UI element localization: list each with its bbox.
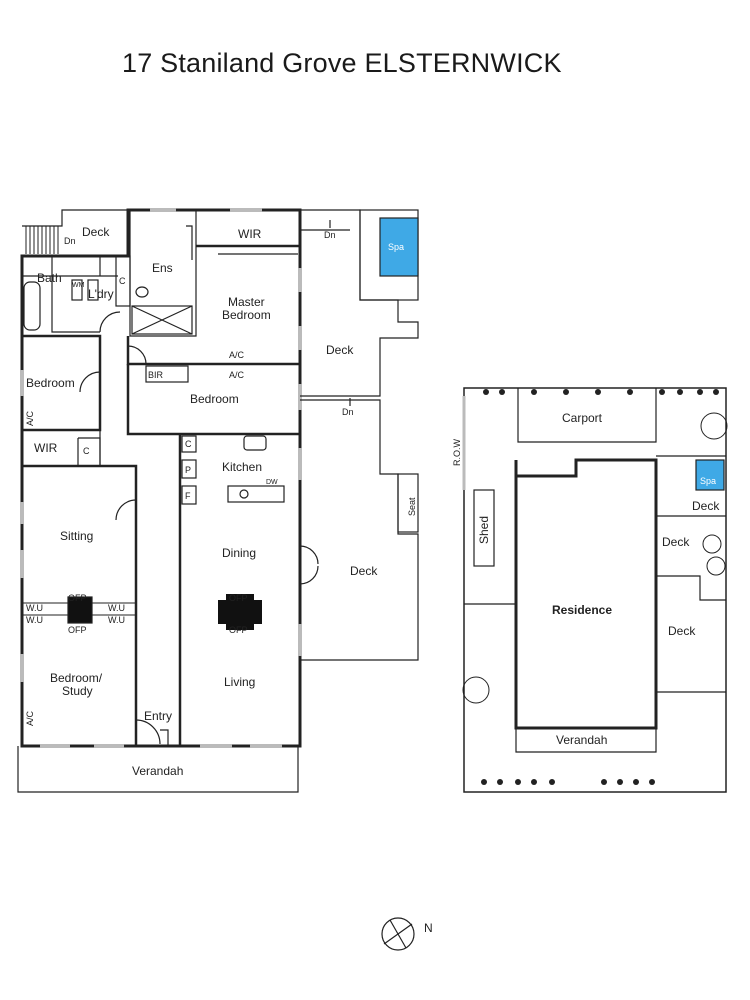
master-bedroom-label-1: Master <box>228 295 265 309</box>
compass-icon <box>381 917 415 951</box>
site-deck-label-2: Deck <box>662 535 690 549</box>
living-label: Living <box>224 675 255 689</box>
f-label: F <box>185 491 191 501</box>
site-spa-label: Spa <box>700 476 716 486</box>
dn-label-1: Dn <box>64 236 76 246</box>
deck-right-top-label: Deck <box>326 343 354 357</box>
c-laundry-label: C <box>119 276 126 286</box>
bath-label: Bath <box>37 271 62 285</box>
wir-top-label: WIR <box>238 227 262 241</box>
c-kitchen-label: C <box>185 439 192 449</box>
ofp-label-1: OFP <box>68 593 87 603</box>
ac-label-2: A/C <box>229 370 245 380</box>
verandah-label: Verandah <box>132 764 183 778</box>
ofp-label-2: OFP <box>68 625 87 635</box>
master-bedroom-label-2: Bedroom <box>222 308 271 322</box>
dw-label: DW <box>266 479 278 486</box>
spa-label: Spa <box>388 242 404 252</box>
residence-label: Residence <box>552 603 612 617</box>
deck-big-label: Deck <box>350 564 378 578</box>
kitchen-label: Kitchen <box>222 460 262 474</box>
site-plan <box>462 387 728 793</box>
seat-label: Seat <box>407 497 417 516</box>
wu-label-4: W.U <box>108 615 125 625</box>
ofp-label-4: OFP <box>229 625 248 635</box>
sitting-label: Sitting <box>60 529 93 543</box>
wir-left-label: WIR <box>34 441 58 455</box>
shed-label: Shed <box>477 516 491 544</box>
c-left-label: C <box>83 446 90 456</box>
ac-label-1: A/C <box>229 350 245 360</box>
dining-label: Dining <box>222 546 256 560</box>
wu-label-1: W.U <box>26 603 43 613</box>
row-label: R.O.W <box>452 438 462 466</box>
wu-label-2: W.U <box>26 615 43 625</box>
wu-label-3: W.U <box>108 603 125 613</box>
ac-left-label-2: A/C <box>25 710 35 726</box>
wm-label: WM <box>72 282 85 289</box>
entry-label: Entry <box>144 709 172 723</box>
main-floor-plan <box>17 208 419 793</box>
page-title: 17 Staniland Grove ELSTERNWICK <box>122 48 562 78</box>
carport-label: Carport <box>562 411 603 425</box>
bedroom-left-label: Bedroom <box>26 376 75 390</box>
laundry-label: L'dry <box>88 287 114 301</box>
site-verandah-label: Verandah <box>556 733 607 747</box>
site-deck-label-3: Deck <box>668 624 696 638</box>
dn-label-3: Dn <box>342 407 354 417</box>
ofp-label-3: OFP <box>229 593 248 603</box>
site-deck-label-1: Deck <box>692 499 720 513</box>
bedroom-mid-label: Bedroom <box>190 392 239 406</box>
deck-top-left-label: Deck <box>82 225 110 239</box>
bir-label: BIR <box>148 370 164 380</box>
bedroom-study-label-2: Study <box>62 684 93 698</box>
p-label: P <box>185 465 191 475</box>
ens-label: Ens <box>152 261 173 275</box>
north-label: N <box>424 921 433 935</box>
dn-label-2: Dn <box>324 230 336 240</box>
bedroom-study-label-1: Bedroom/ <box>50 671 103 685</box>
ac-left-label-1: A/C <box>25 410 35 426</box>
